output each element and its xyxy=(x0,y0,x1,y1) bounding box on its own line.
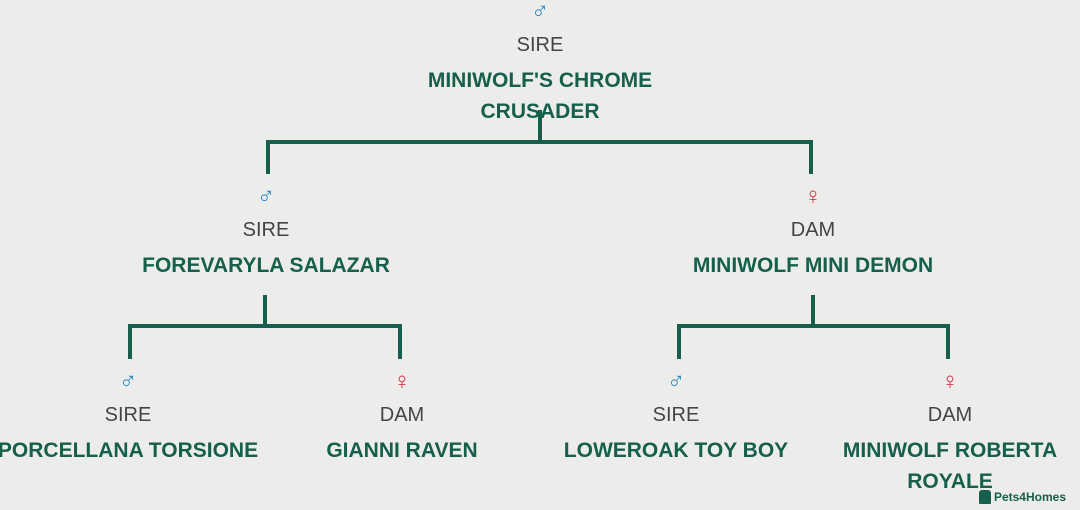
node-dam-sire: ♂ SIRE LOWEROAK TOY BOY xyxy=(536,370,816,466)
node-root: ♂ SIRE MINIWOLF'S CHROME CRUSADER xyxy=(400,0,680,127)
connector-sire-children xyxy=(128,295,402,359)
female-icon: ♀ xyxy=(941,368,959,395)
male-icon: ♂ xyxy=(119,368,137,395)
paw-icon xyxy=(978,490,991,504)
node-sire: ♂ SIRE FOREVARYLA SALAZAR xyxy=(126,185,406,281)
male-icon: ♂ xyxy=(667,368,685,395)
node-role: SIRE xyxy=(242,219,290,241)
male-icon: ♂ xyxy=(531,0,549,25)
node-role: DAM xyxy=(379,404,425,426)
watermark-text: Pets4Homes xyxy=(993,490,1066,504)
node-dam: ♀ DAM MINIWOLF MINI DEMON xyxy=(673,185,953,281)
node-sire-sire: ♂ SIRE PORCELLANA TORSIONE xyxy=(0,370,268,466)
connector-dam-children xyxy=(677,295,950,359)
female-icon: ♀ xyxy=(393,368,411,395)
node-sire-dam: ♀ DAM GIANNI RAVEN xyxy=(262,370,542,466)
node-dam-dam: ♀ DAM MINIWOLF ROBERTA ROYALE xyxy=(830,370,1070,497)
connector-root-parents xyxy=(266,110,813,174)
node-role: DAM xyxy=(790,219,836,241)
node-name: MINIWOLF MINI DEMON xyxy=(692,254,934,277)
node-name: MINIWOLF ROBERTA ROYALE xyxy=(842,439,1058,493)
node-name: FOREVARYLA SALAZAR xyxy=(142,254,390,277)
female-icon: ♀ xyxy=(804,183,822,210)
node-name: MINIWOLF'S CHROME CRUSADER xyxy=(427,69,653,123)
node-name: LOWEROAK TOY BOY xyxy=(563,439,789,462)
node-name: PORCELLANA TORSIONE xyxy=(0,439,259,462)
node-name: GIANNI RAVEN xyxy=(326,439,478,462)
node-role: SIRE xyxy=(104,404,152,426)
node-role: SIRE xyxy=(652,404,700,426)
male-icon: ♂ xyxy=(257,183,275,210)
node-role: DAM xyxy=(927,404,973,426)
watermark: Pets4Homes xyxy=(978,490,1066,504)
node-role: SIRE xyxy=(516,34,564,56)
